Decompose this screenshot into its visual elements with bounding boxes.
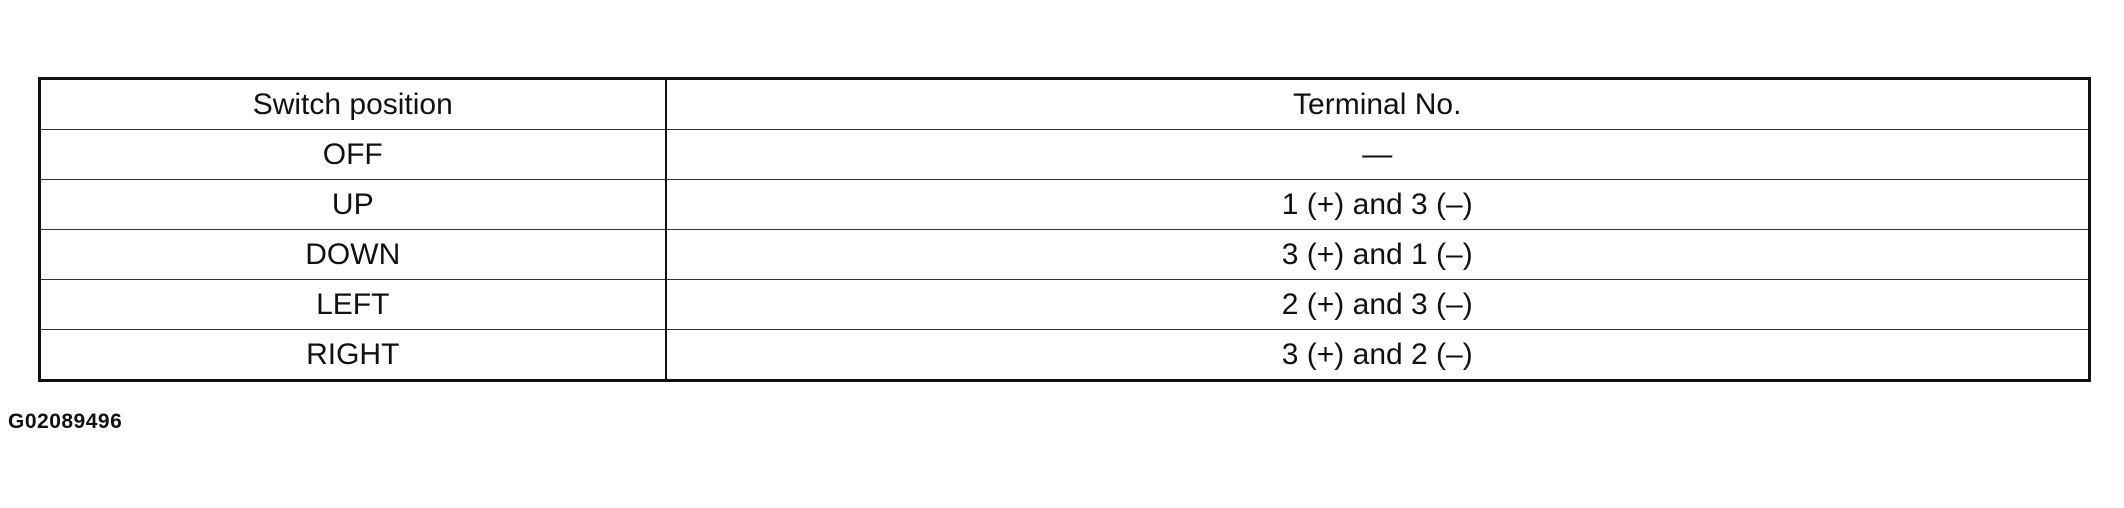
switch-position-cell: UP: [39, 179, 667, 230]
table-row: UP 1 (+) and 3 (–): [39, 179, 2090, 230]
switch-position-cell: DOWN: [39, 229, 667, 280]
header-switch-position: Switch position: [39, 78, 667, 130]
terminal-no-cell: 3 (+) and 1 (–): [665, 229, 2090, 280]
switch-position-cell: RIGHT: [39, 329, 667, 381]
table-row: LEFT 2 (+) and 3 (–): [39, 279, 2090, 330]
terminal-no-cell: —: [665, 129, 2090, 180]
terminal-no-cell: 3 (+) and 2 (–): [1281, 337, 1473, 371]
table-row: DOWN 3 (+) and 1 (–): [39, 229, 2090, 280]
terminal-no-cell: 2 (+) and 3 (–): [665, 279, 2090, 330]
switch-terminal-table-container: Switch position Terminal No. OFF — UP 1 …: [38, 77, 2091, 382]
switch-position-cell: LEFT: [39, 279, 667, 330]
switch-position-cell: OFF: [39, 129, 667, 180]
table-row: OFF —: [39, 129, 2090, 180]
terminal-no-cell: 1 (+) and 3 (–): [665, 179, 2090, 230]
figure-id: G02089496: [8, 410, 123, 433]
table-header-row: Switch position Terminal No.: [39, 78, 2090, 130]
switch-terminal-table: Switch position Terminal No. OFF — UP 1 …: [38, 77, 2091, 382]
header-terminal-no: Terminal No.: [665, 78, 2090, 130]
table-row: RIGHT 3 (+) and 2 (–): [39, 329, 2090, 381]
